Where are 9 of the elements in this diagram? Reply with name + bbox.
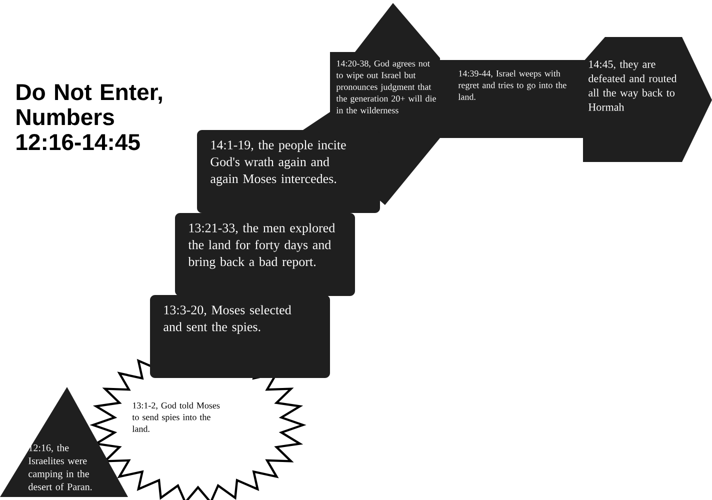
node-label: 14:45, they are defeated and routed all the way back to Hormah <box>588 60 677 111</box>
node-label: 13:3-20, Moses selected and sent the spies. <box>164 305 292 334</box>
node-label: 14:39-44, Israel weeps with regret and tries to go into the land. <box>458 70 566 100</box>
text-box: 13:21-33, the men explored the land for forty days and bring back a bad report. <box>175 213 355 296</box>
node-label: 13:21-33, the men explored the land for forty days and bring back a bad report. <box>188 223 335 269</box>
text-box: 13:3-20, Moses selected and sent the spies. <box>150 295 330 378</box>
title: Do Not Enter, Numbers 12:16-14:45 <box>16 84 162 150</box>
text-box: 14:1-19, the people incite God's wrath again and again Moses intercedes. <box>197 130 380 213</box>
node-label: 14:20-38, God agrees not to wipe out Israel but pronounces judgment that the generation 20+ will die in the wilderness <box>336 60 436 114</box>
